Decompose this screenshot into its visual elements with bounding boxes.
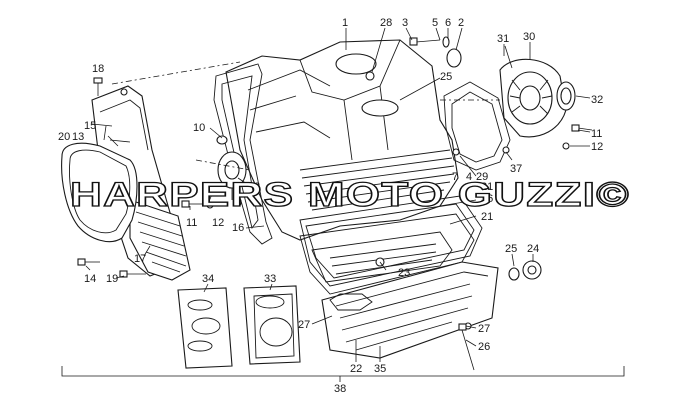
callout-9: 9	[236, 197, 242, 209]
callout-25-top: 25	[440, 71, 452, 83]
callout-25-right: 25	[505, 243, 517, 255]
callout-31: 31	[497, 33, 509, 45]
callout-29: 29	[476, 171, 488, 183]
callout-23: 23	[398, 267, 410, 279]
centre-lines	[111, 61, 500, 171]
rear-gasket-part	[443, 81, 511, 171]
seal-32-part	[556, 81, 576, 111]
callout-27-right: 27	[478, 323, 490, 335]
callout-1: 1	[342, 17, 348, 29]
callout-10: 10	[193, 122, 205, 134]
callout-37: 37	[510, 163, 522, 175]
filler-cap-part	[508, 260, 542, 281]
gasket-kit-34-part	[177, 287, 233, 369]
leader-lines	[61, 27, 625, 382]
callout-34: 34	[202, 273, 214, 285]
bell-housing-part	[499, 58, 567, 138]
callout-14: 14	[84, 273, 96, 285]
callout-19: 19	[106, 273, 118, 285]
front-gasket-part	[213, 63, 273, 245]
callout-16: 16	[232, 222, 244, 234]
callout-11-right: 11	[591, 128, 602, 140]
callout-15: 15	[84, 120, 96, 132]
callout-5: 5	[432, 17, 438, 29]
ribbed-cover-part	[129, 199, 191, 281]
callout-11-left: 11	[186, 217, 197, 229]
callout-30: 30	[523, 31, 535, 43]
callout-26: 26	[478, 341, 490, 353]
callout-labels: 1 28 3 5 6 2 31 30 25 32 11 12 7 4 29 37…	[58, 17, 603, 395]
callout-7: 7	[452, 171, 458, 183]
crankcase-part	[225, 39, 459, 241]
callout-13: 13	[72, 131, 84, 143]
callout-28: 28	[380, 17, 392, 29]
callout-33: 33	[264, 273, 276, 285]
callout-36: 36	[481, 193, 493, 205]
callout-27-left: 27	[298, 319, 310, 331]
callout-8: 8	[254, 181, 260, 193]
oil-sump-part	[321, 261, 499, 359]
callout-17: 17	[134, 253, 146, 265]
callout-12-left: 12	[212, 217, 224, 229]
watermark-text: HARPERS MOTO GUZZI©	[70, 176, 630, 214]
callout-12-right: 12	[591, 141, 603, 153]
callout-22: 22	[350, 363, 362, 375]
callout-20: 20	[58, 131, 70, 143]
callout-18: 18	[92, 63, 104, 75]
callout-3: 3	[402, 17, 408, 29]
callout-24: 24	[527, 243, 539, 255]
gasket-kit-33-part	[243, 285, 301, 365]
callout-21-upper: 21	[481, 181, 493, 193]
callout-4: 4	[466, 171, 472, 183]
gasket-20-part	[61, 142, 138, 243]
callout-32: 32	[591, 94, 603, 106]
callout-21-lower: 21	[481, 211, 493, 223]
callout-2: 2	[458, 17, 464, 29]
callout-38: 38	[334, 383, 346, 395]
callout-6: 6	[445, 17, 451, 29]
callout-35: 35	[374, 363, 386, 375]
